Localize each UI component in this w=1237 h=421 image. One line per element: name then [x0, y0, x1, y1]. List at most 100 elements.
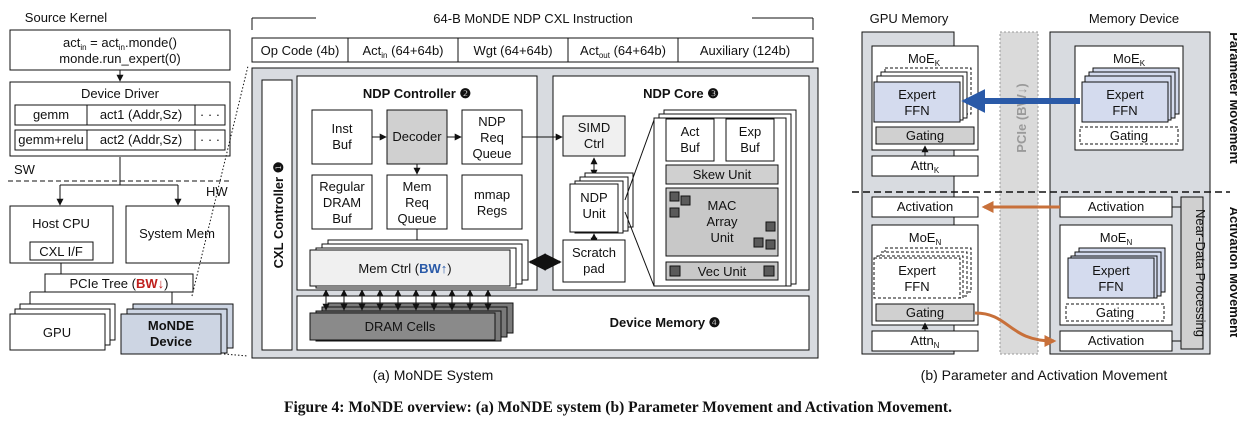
- cxl-if-label: CXL I/F: [39, 244, 83, 259]
- driver-row2-arg: act2 (Addr,Sz): [100, 132, 182, 147]
- exp-buf-line1: Exp: [739, 124, 761, 139]
- field-act-out: Actout (64+64b): [580, 43, 666, 60]
- source-kernel-line2: monde.run_expert(0): [59, 51, 180, 66]
- ndp-core: NDP Core ❸ SIMD Ctrl NDP Unit Scratch pa…: [552, 75, 810, 291]
- device-activation-top-label: Activation: [1088, 199, 1144, 214]
- activation-forward-arrow: [974, 311, 1057, 347]
- instruction-fields: Op Code (4b) Actin (64+64b) Wgt (64+64b)…: [251, 37, 814, 63]
- source-kernel-line1: actin = actin.monde(): [63, 35, 177, 52]
- gpu-n-ffn: FFN: [904, 279, 929, 294]
- cxl-controller-label: CXL Controller ❶: [271, 162, 286, 269]
- ndp-req-line3: Queue: [472, 146, 511, 161]
- decoder-label: Decoder: [392, 129, 442, 144]
- ndp-core-title: NDP Core ❸: [643, 86, 719, 101]
- simd-line1: SIMD: [578, 120, 611, 135]
- driver-row2-more: · · ·: [200, 132, 220, 147]
- dram-cells-label: DRAM Cells: [365, 319, 436, 334]
- field-aux: Auxiliary (124b): [700, 43, 790, 58]
- field-opcode: Op Code (4b): [261, 43, 340, 58]
- field-act-in: Actin (64+64b): [362, 43, 443, 60]
- system-mem: System Mem: [125, 205, 230, 264]
- device-memory-label: Device Memory ❹: [610, 315, 721, 330]
- gpu-memory-title: GPU Memory: [870, 11, 949, 26]
- subcaption-a: (a) MoNDE System: [373, 367, 494, 383]
- mem-ctrl-label: Mem Ctrl (BW↑): [358, 261, 451, 276]
- device-memory: DRAM Cells Device Memory ❹: [296, 295, 810, 351]
- device-k-ffn: FFN: [1112, 103, 1137, 118]
- device-k-gating: Gating: [1110, 128, 1148, 143]
- svg-text:AttnK: AttnK: [911, 158, 940, 175]
- inst-buf-line2: Buf: [332, 137, 352, 152]
- pcie-tree: PCIe Tree (BW↓): [44, 273, 194, 293]
- simd-line2: Ctrl: [584, 136, 604, 151]
- gpu-stack: GPU: [9, 303, 116, 351]
- device-activation-bottom: Activation: [1059, 330, 1173, 352]
- device-n-gating: Gating: [1096, 305, 1134, 320]
- mmap-line2: Regs: [477, 203, 508, 218]
- ndp-unit-line1: NDP: [580, 190, 607, 205]
- ndp-req-line1: NDP: [478, 114, 505, 129]
- subcaption-b: (b) Parameter and Activation Movement: [921, 367, 1168, 383]
- field-wgt: Wgt (64+64b): [473, 43, 552, 58]
- exp-buf-line2: Buf: [740, 140, 760, 155]
- cxl-controller-box: [261, 79, 293, 351]
- device-moe-n: MoEN Expert FFN Gating: [1059, 224, 1173, 326]
- near-data-processing-label: Near-Data Processing: [1193, 209, 1208, 337]
- pcie-column-label: PCIe (BW↓): [1014, 83, 1029, 152]
- gpu-attn-k: AttnK: [871, 155, 979, 177]
- ndp-controller-title: NDP Controller ❷: [363, 86, 471, 101]
- skew-unit-label: Skew Unit: [693, 167, 752, 182]
- gpu-attn-n: AttnN: [871, 330, 979, 352]
- svg-text:MoEN: MoEN: [909, 230, 942, 247]
- instruction-title: 64-B MoNDE NDP CXL Instruction: [433, 11, 632, 26]
- sw-label: SW: [14, 162, 36, 177]
- mac-line1: MAC: [708, 198, 737, 213]
- ndp-req-line2: Req: [480, 130, 504, 145]
- monde-device-line1: MoNDE: [148, 318, 195, 333]
- mac-line3: Unit: [710, 230, 734, 245]
- mmap-line1: mmap: [474, 187, 510, 202]
- mem-req-line1: Mem: [403, 179, 432, 194]
- driver-row1-more: · · ·: [200, 107, 220, 122]
- device-moe-k: MoEK Expert FFN Gating: [1074, 45, 1184, 151]
- ndp-controller: NDP Controller ❷ Inst Buf Decoder NDP Re…: [296, 75, 538, 291]
- system-mem-label: System Mem: [139, 226, 215, 241]
- gpu-k-ffn: FFN: [904, 103, 929, 118]
- device-k-expert: Expert: [1106, 87, 1144, 102]
- monde-device-stack: MoNDE Device: [120, 303, 234, 355]
- vec-unit-label: Vec Unit: [698, 264, 747, 279]
- hw-label: HW: [206, 184, 228, 199]
- pcie-tree-label: PCIe Tree (BW↓): [70, 276, 169, 291]
- svg-text:MoEK: MoEK: [908, 51, 941, 68]
- device-activation-bottom-label: Activation: [1088, 333, 1144, 348]
- source-kernel-title: Source Kernel: [25, 10, 107, 25]
- device-driver: Device Driver gemm act1 (Addr,Sz) · · · …: [9, 81, 231, 157]
- device-n-ffn: FFN: [1098, 279, 1123, 294]
- svg-text:AttnN: AttnN: [911, 333, 940, 350]
- device-activation-top: Activation: [1059, 196, 1173, 218]
- pcie-column: [999, 31, 1039, 355]
- gpu-label: GPU: [43, 325, 71, 340]
- driver-row1-arg: act1 (Addr,Sz): [100, 107, 182, 122]
- monde-device-line2: Device: [150, 334, 192, 349]
- host-cpu: Host CPU CXL I/F: [9, 205, 114, 264]
- inst-buf-line1: Inst: [332, 121, 353, 136]
- gpu-k-gating: Gating: [906, 128, 944, 143]
- mac-line2: Array: [706, 214, 738, 229]
- gpu-moe-k: MoEK Expert FFN Gating: [871, 45, 979, 151]
- scratch-line1: Scratch: [572, 245, 616, 260]
- source-kernel: Source Kernel actin = actin.monde() mond…: [9, 10, 231, 71]
- gpu-activation-label: Activation: [897, 199, 953, 214]
- mem-req-line3: Queue: [397, 211, 436, 226]
- act-buf-line1: Act: [681, 124, 700, 139]
- memctrl-dram-links: [322, 289, 492, 311]
- near-data-processing-box: [1180, 196, 1204, 350]
- gpu-n-gating: Gating: [906, 305, 944, 320]
- gpu-n-expert: Expert: [898, 263, 936, 278]
- scratch-line2: pad: [583, 261, 605, 276]
- figure-caption: Figure 4: MoNDE overview: (a) MoNDE syst…: [284, 399, 952, 416]
- regular-dram-line2: DRAM: [323, 195, 361, 210]
- ndp-unit-line2: Unit: [582, 206, 606, 221]
- gpu-moe-n: MoEN Expert FFN Gating: [871, 224, 979, 326]
